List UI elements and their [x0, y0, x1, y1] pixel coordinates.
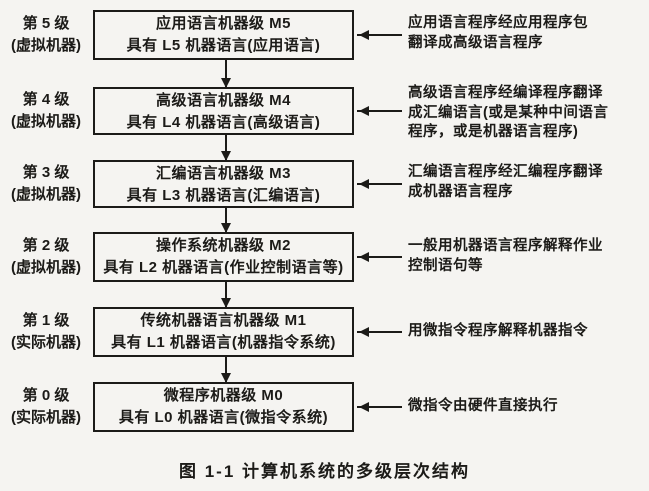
- arrow-down-head-icon: [221, 373, 231, 383]
- box-subtitle-m2: 具有 L2 机器语言(作业控制语言等): [103, 259, 344, 276]
- figure-caption: 图 1-1 计算机系统的多级层次结构: [178, 462, 471, 481]
- box-title-m2: 操作系统机器级 M2: [155, 237, 291, 254]
- machine-box-m3: 汇编语言机器级 M3 具有 L3 机器语言(汇编语言): [93, 160, 354, 208]
- arrow-down-head-icon: [221, 223, 231, 233]
- machine-type: (虚拟机器): [11, 113, 81, 130]
- arrow-down-icon: [221, 208, 231, 233]
- level-number: 第 5 级: [22, 15, 70, 32]
- level-number: 第 3 级: [22, 164, 70, 181]
- annotation-m3: 汇编语言程序经汇编程序翻译 成机器语言程序: [408, 164, 603, 200]
- box-title-m1: 传统机器语言机器级 M1: [140, 312, 307, 329]
- arrow-down-icon: [221, 60, 231, 88]
- arrow-down-icon: [221, 135, 231, 161]
- arrow-left-icon: [359, 327, 369, 337]
- annotation-connector-m3: [357, 179, 402, 189]
- machine-box-m5: 应用语言机器级 M5 具有 L5 机器语言(应用语言): [93, 10, 354, 60]
- machine-type: (虚拟机器): [11, 186, 81, 203]
- level-label-3: 第 3 级 (虚拟机器): [0, 162, 92, 206]
- level-number: 第 4 级: [22, 91, 70, 108]
- arrow-left-icon: [359, 30, 369, 40]
- machine-type: (虚拟机器): [11, 37, 81, 54]
- machine-box-m1: 传统机器语言机器级 M1 具有 L1 机器语言(机器指令系统): [93, 307, 354, 357]
- level-label-0: 第 0 级 (实际机器): [0, 385, 92, 429]
- arrow-down-icon: [221, 282, 231, 308]
- arrow-down-icon: [221, 357, 231, 383]
- level-label-1: 第 1 级 (实际机器): [0, 310, 92, 354]
- box-title-m5: 应用语言机器级 M5: [155, 15, 291, 32]
- annotation-connector-m5: [357, 30, 402, 40]
- annotation-m0: 微指令由硬件直接执行: [408, 398, 558, 414]
- annotation-connector-m4: [357, 106, 402, 116]
- arrow-down-head-icon: [221, 78, 231, 88]
- level-number: 第 2 级: [22, 237, 70, 254]
- machine-box-m4: 高级语言机器级 M4 具有 L4 机器语言(高级语言): [93, 87, 354, 135]
- level-number: 第 1 级: [22, 312, 70, 329]
- annotation-m5: 应用语言程序经应用程序包 翻译成高级语言程序: [408, 15, 588, 51]
- box-subtitle-m0: 具有 L0 机器语言(微指令系统): [118, 409, 329, 426]
- arrow-left-icon: [359, 106, 369, 116]
- annotation-m2: 一般用机器语言程序解释作业 控制语句等: [408, 238, 603, 274]
- annotation-connector-m1: [357, 327, 402, 337]
- annotation-connector-m0: [357, 402, 402, 412]
- box-subtitle-m5: 具有 L5 机器语言(应用语言): [126, 37, 321, 54]
- arrow-left-icon: [359, 252, 369, 262]
- box-title-m3: 汇编语言机器级 M3: [155, 165, 291, 182]
- arrow-down-head-icon: [221, 298, 231, 308]
- machine-type: (虚拟机器): [11, 259, 81, 276]
- annotation-connector-m2: [357, 252, 402, 262]
- level-label-2: 第 2 级 (虚拟机器): [0, 235, 92, 279]
- box-subtitle-m3: 具有 L3 机器语言(汇编语言): [126, 187, 321, 204]
- arrow-left-icon: [359, 179, 369, 189]
- box-title-m4: 高级语言机器级 M4: [155, 92, 291, 109]
- annotation-m1: 用微指令程序解释机器指令: [408, 323, 588, 339]
- machine-box-m2: 操作系统机器级 M2 具有 L2 机器语言(作业控制语言等): [93, 232, 354, 282]
- arrow-left-icon: [359, 402, 369, 412]
- machine-type: (实际机器): [11, 334, 81, 351]
- machine-box-m0: 微程序机器级 M0 具有 L0 机器语言(微指令系统): [93, 382, 354, 432]
- box-title-m0: 微程序机器级 M0: [163, 387, 284, 404]
- machine-type: (实际机器): [11, 409, 81, 426]
- level-label-5: 第 5 级 (虚拟机器): [0, 13, 92, 57]
- box-subtitle-m1: 具有 L1 机器语言(机器指令系统): [111, 334, 336, 351]
- level-label-4: 第 4 级 (虚拟机器): [0, 89, 92, 133]
- arrow-down-head-icon: [221, 151, 231, 161]
- annotation-m4: 高级语言程序经编译程序翻译 成汇编语言(或是某种中间语言 程序，或是机器语言程序…: [408, 85, 609, 140]
- level-number: 第 0 级: [22, 387, 70, 404]
- box-subtitle-m4: 具有 L4 机器语言(高级语言): [126, 114, 321, 131]
